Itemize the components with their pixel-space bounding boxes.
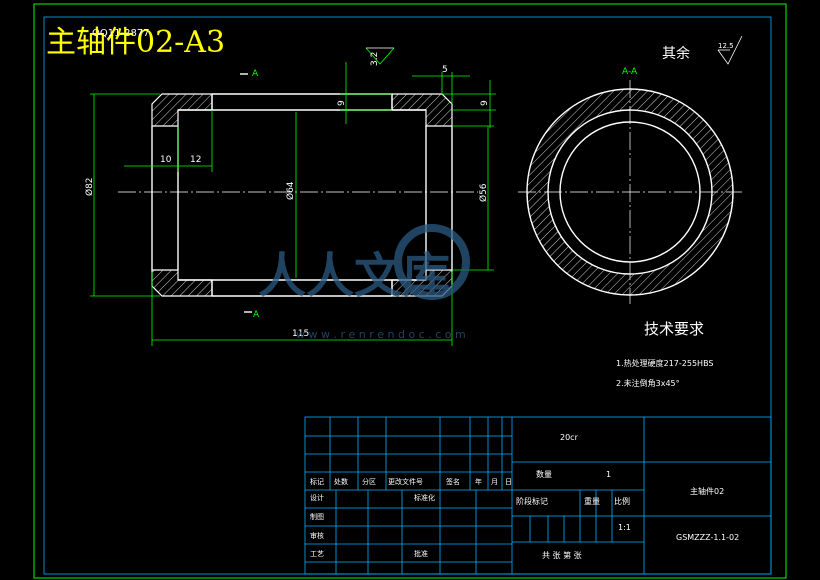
dim-12: 12 [190,155,201,165]
hdr-month: 月 [491,478,498,486]
dim-9-right: 9 [480,100,490,106]
design-label: 设计 [310,493,324,502]
hdr-year: 年 [475,477,482,486]
scale-label: 比例 [614,496,630,506]
approve-label: 批准 [414,549,428,558]
watermark-url: w w w . r e n r e n d o c . c o m [296,328,466,341]
outer-frame [33,3,787,579]
hdr-sign: 签名 [446,477,460,486]
tech-req-heading: 技术要求 [644,320,704,338]
roughness-remainder-label: 其余 [662,45,690,62]
part-name: 主轴件02 [690,486,724,496]
stage-label: 阶段标记 [516,496,548,506]
dim-d64: Ø64 [285,181,296,200]
dim-d82: Ø82 [84,177,95,196]
overlay-text: QQ11-2877 [92,28,150,39]
draw-label: 制图 [310,512,324,521]
hdr-change-doc: 更改文件号 [388,477,423,486]
tech-req-item-1: 1.热处理硬度217-255HBS [616,358,714,368]
section-mark-top: A [252,69,259,79]
hdr-day: 日 [505,478,512,486]
material: 20cr [560,433,579,442]
watermark: 人人文库 w w w . r e n r e n d o c . c o m [258,224,470,341]
sheet-count: 共 张 第 张 [542,550,582,560]
quantity-label: 数量 [536,469,552,479]
rough-3-2: 3.2 [370,52,380,66]
dim-9-left: 9 [337,100,347,106]
circular-view [518,80,742,304]
roughness-value: 12.5 [718,42,734,50]
dimensions: Ø82 Ø64 Ø56 115 10 12 9 9 5 [84,47,496,346]
check-label: 审核 [310,531,324,540]
dim-10: 10 [160,155,172,165]
hdr-mark: 标记 [310,477,324,486]
dim-d56: Ø56 [478,183,489,202]
section-view-label: A-A [622,67,638,77]
scale-value: 1:1 [618,523,631,532]
dim-5: 5 [442,65,448,75]
quantity-value: 1 [606,470,611,479]
title-block [304,416,772,575]
standard-label: 标准化 [414,493,435,502]
watermark-text: 人人文库 [258,248,450,304]
hdr-count: 处数 [334,477,348,486]
dim-115: 115 [292,329,309,339]
section-mark-bottom: A [253,310,260,320]
drawing-number: GSMZZZ-1.1-02 [676,533,739,542]
hdr-zone: 分区 [362,477,376,486]
hatch-bottom-left [151,269,213,297]
weight-label: 重量 [584,496,600,506]
drawing-title: 主轴件02-A3 [46,25,225,60]
tech-req-item-2: 2.未注倒角3x45° [616,378,680,388]
process-label: 工艺 [310,550,324,558]
